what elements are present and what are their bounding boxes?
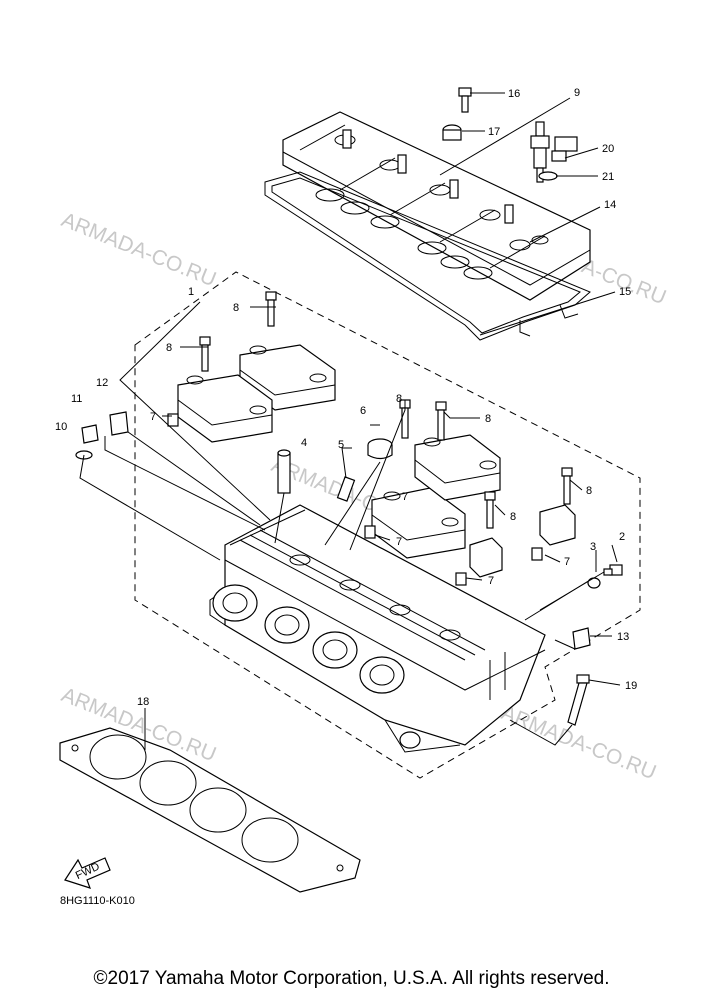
o-ring-21 xyxy=(538,171,558,181)
callout-8a: 8 xyxy=(233,302,239,314)
callout-7c: 7 xyxy=(564,556,570,568)
watermark-1: ARMADA-CO.RU xyxy=(58,208,219,291)
callout-8e: 8 xyxy=(510,511,516,523)
callout-11: 11 xyxy=(71,393,82,405)
bolt-19 xyxy=(567,674,590,726)
nut-11 xyxy=(81,424,99,444)
bolts-8 xyxy=(199,291,573,529)
callout-5: 5 xyxy=(338,439,344,451)
bolt-16 xyxy=(458,87,472,113)
callout-8f: 8 xyxy=(586,485,592,497)
callout-9: 9 xyxy=(574,87,580,99)
callout-8d: 8 xyxy=(485,413,491,425)
leader-lines xyxy=(79,92,621,750)
part-12 xyxy=(109,411,129,436)
callout-4: 4 xyxy=(301,437,307,449)
sensor-20 xyxy=(551,136,578,162)
head-gasket xyxy=(59,727,361,893)
dowel-pins-7 xyxy=(167,413,543,586)
callout-8c: 8 xyxy=(396,393,402,405)
cam-cap-right xyxy=(414,434,501,501)
bolt-2 xyxy=(603,564,623,576)
callout-1: 1 xyxy=(188,286,194,298)
cam-cap-left xyxy=(177,374,273,443)
grommet-17 xyxy=(442,124,462,141)
head-cover xyxy=(282,111,591,337)
callout-3: 3 xyxy=(590,541,596,553)
callout-7a: 7 xyxy=(150,411,156,423)
part-13 xyxy=(572,627,591,650)
callout-13: 13 xyxy=(617,631,629,643)
part-5 xyxy=(336,476,356,502)
callout-7b: 7 xyxy=(396,536,402,548)
callout-20: 20 xyxy=(602,143,614,155)
callout-10: 10 xyxy=(55,421,67,433)
plug-6 xyxy=(367,438,393,460)
callout-6: 6 xyxy=(360,405,366,417)
head-cover-gasket xyxy=(264,171,591,341)
cylinder-head xyxy=(209,504,546,753)
callout-21: 21 xyxy=(602,171,614,183)
callout-16: 16 xyxy=(508,88,520,100)
copyright-notice: ©2017 Yamaha Motor Corporation, U.S.A. A… xyxy=(93,968,610,989)
callout-7d: 7 xyxy=(488,575,494,587)
cam-cap-small-right xyxy=(539,504,576,546)
callout-7e: 7 xyxy=(402,491,408,503)
callout-8b: 8 xyxy=(166,342,172,354)
diagram-code: 8HG1110-K010 xyxy=(60,895,135,907)
callout-12: 12 xyxy=(96,377,108,389)
fwd-arrow-icon: FWD xyxy=(64,857,111,889)
cam-cap-small-mid xyxy=(469,537,503,578)
callout-15: 15 xyxy=(619,286,631,298)
part-4 xyxy=(277,449,291,494)
assembly-boundary xyxy=(134,271,641,779)
washer-3 xyxy=(587,577,601,589)
callout-17: 17 xyxy=(488,126,500,138)
callout-14: 14 xyxy=(604,199,616,211)
callout-19: 19 xyxy=(625,680,637,692)
callout-labels: 1 2 3 4 5 6 7 7 7 7 7 8 8 8 8 8 8 9 10 1… xyxy=(55,87,637,708)
callout-2: 2 xyxy=(619,531,625,543)
callout-18: 18 xyxy=(137,696,149,708)
